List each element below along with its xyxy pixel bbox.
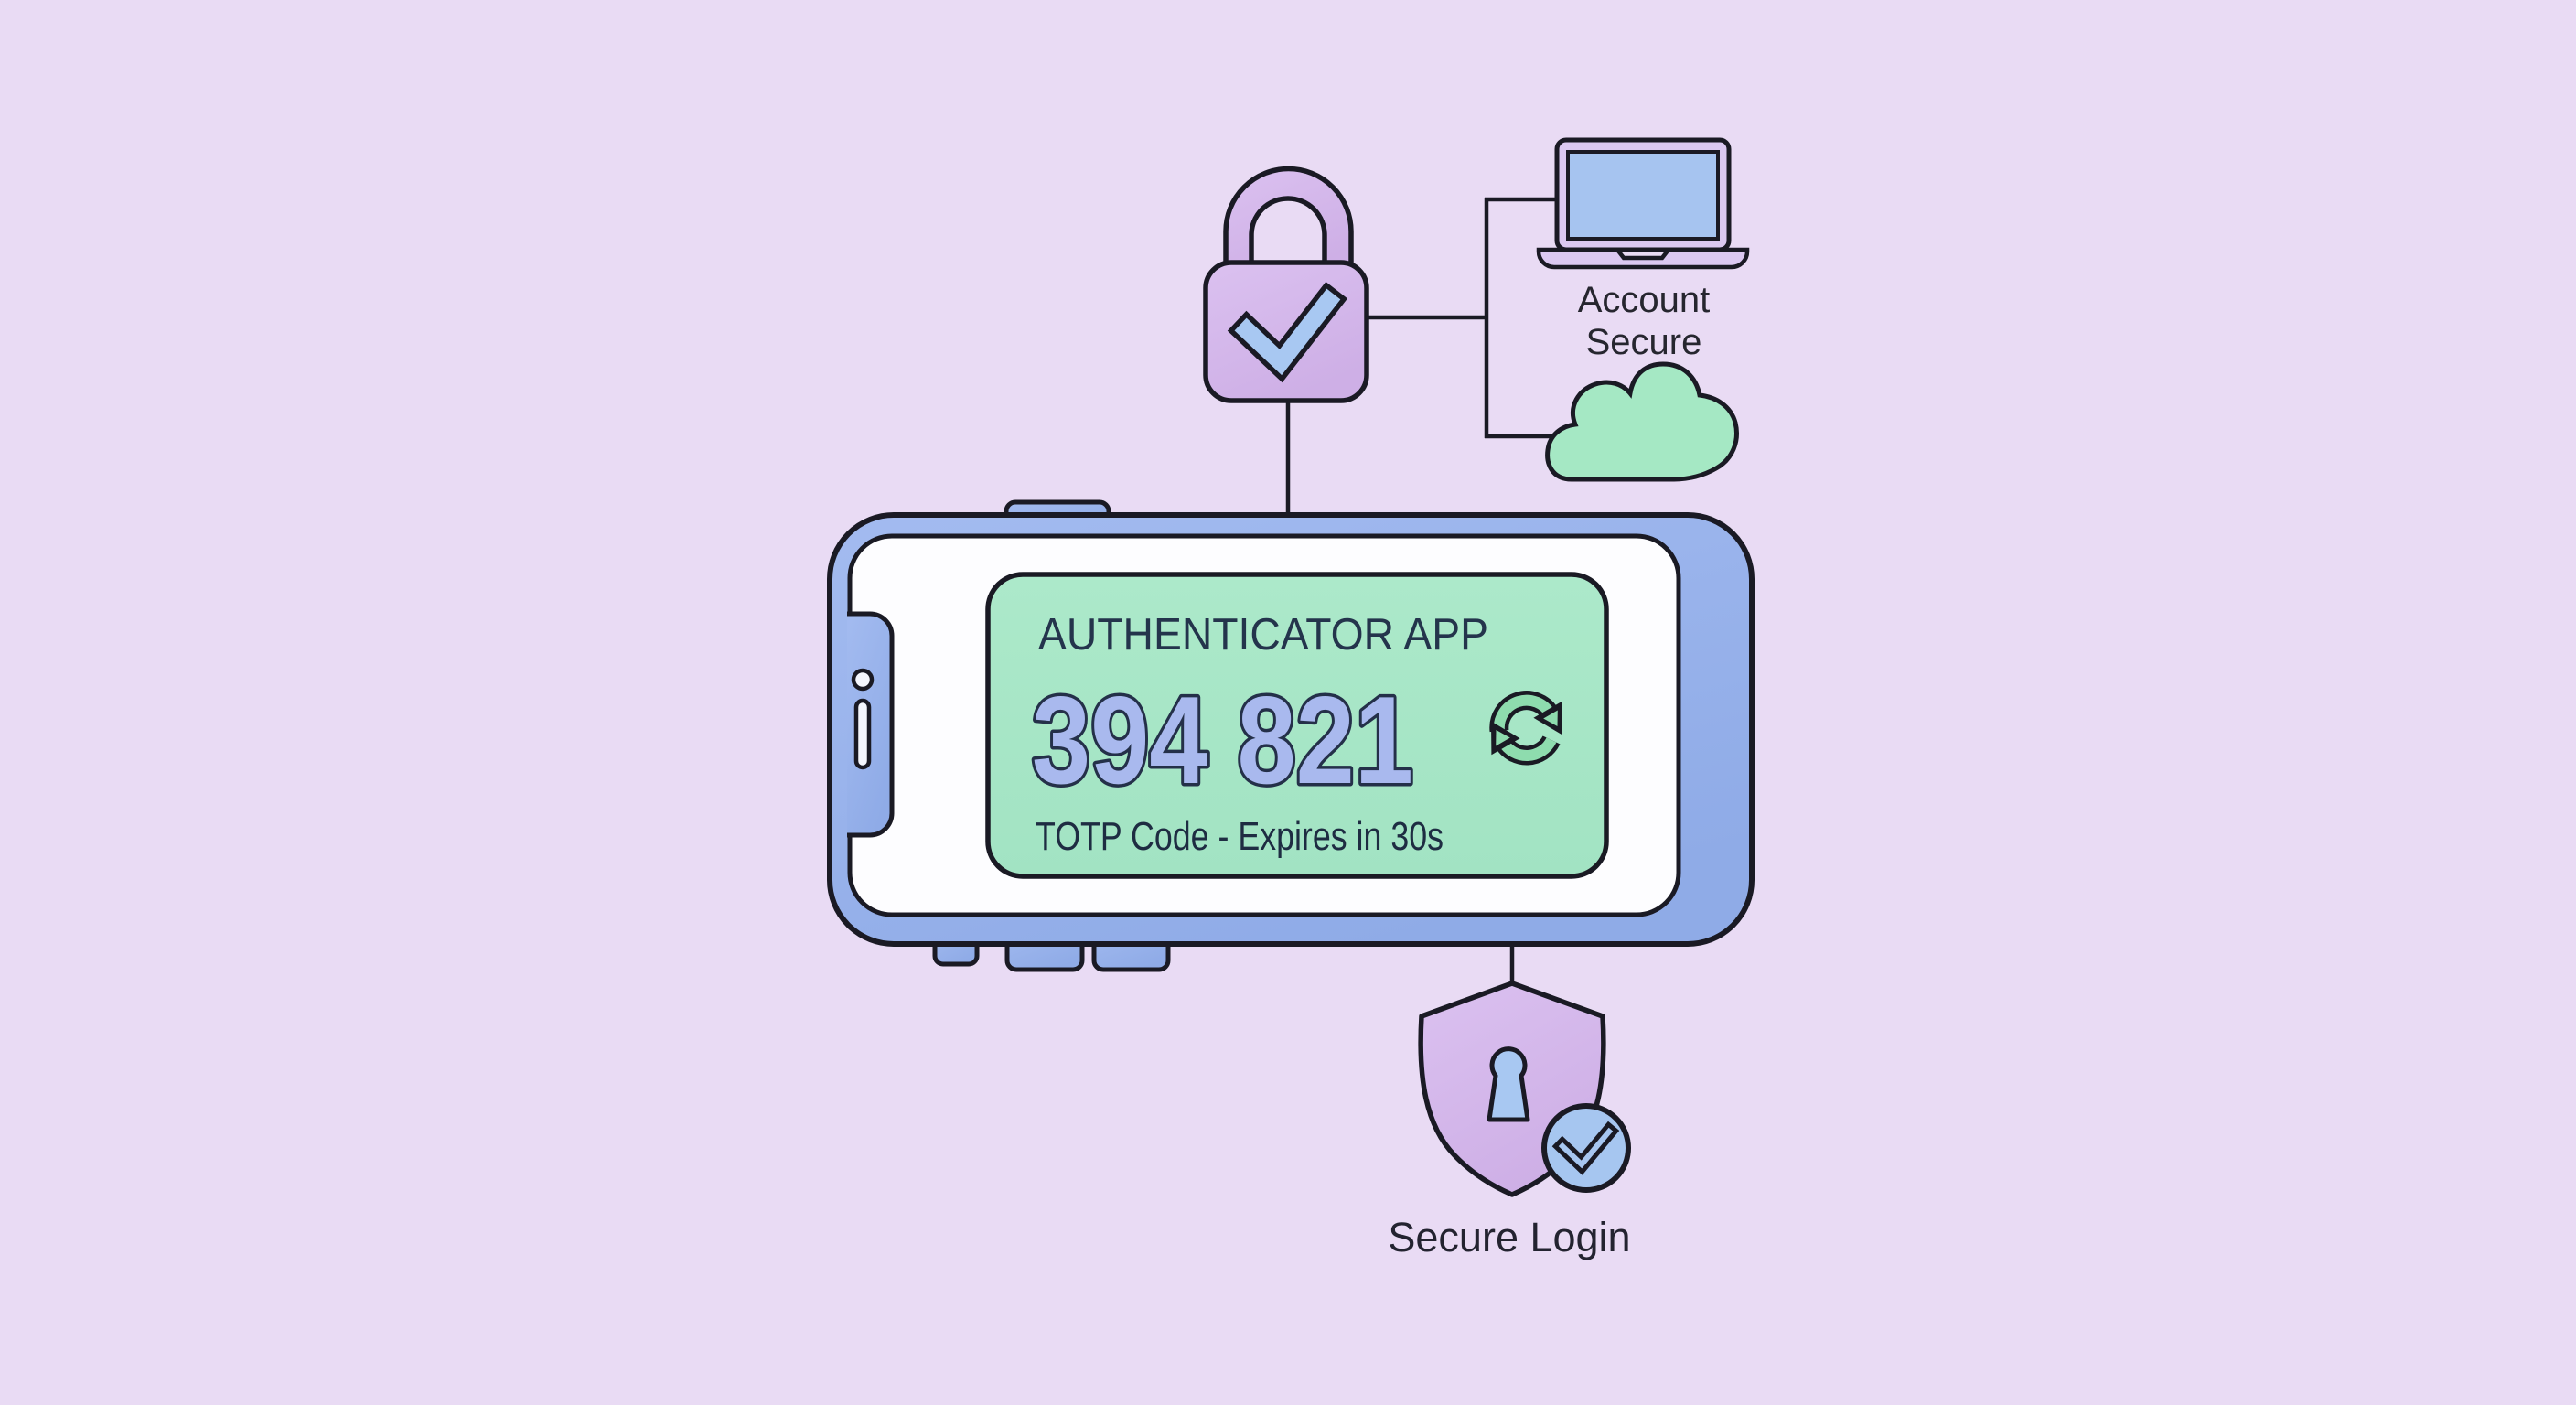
totp-caption: TOTP Code - Expires in 30s — [1036, 814, 1444, 859]
laptop-screen — [1566, 150, 1720, 241]
connector-lines — [1285, 197, 1561, 992]
shield-icon — [1418, 981, 1631, 1197]
authenticator-app-panel: AUTHENTICATOR APP 394 821 TOTP Code - Ex… — [985, 572, 1609, 879]
laptop-icon — [1536, 137, 1750, 270]
account-secure-label-line2: Secure — [1586, 322, 1702, 362]
account-secure-label: Account Secure — [1578, 280, 1711, 362]
lock-icon — [1203, 166, 1369, 403]
totp-panel — [985, 572, 1609, 879]
secure-login-label: Secure Login — [1388, 1214, 1630, 1260]
keyhole-icon — [1487, 1046, 1530, 1122]
lock-shackle — [1223, 166, 1354, 277]
speaker-grille-icon — [853, 698, 872, 770]
refresh-icon[interactable] — [1476, 691, 1576, 766]
authenticator-title: AUTHENTICATOR APP — [1038, 610, 1488, 660]
badge-check-icon — [1551, 1121, 1620, 1175]
camera-icon — [851, 668, 875, 692]
totp-code: 394 821 — [1032, 670, 1413, 810]
cloud-icon — [1545, 361, 1739, 482]
laptop-base — [1536, 247, 1750, 270]
account-secure-label-line1: Account — [1578, 280, 1711, 320]
verified-badge-icon — [1541, 1103, 1631, 1193]
lock-check-icon — [1227, 281, 1348, 383]
